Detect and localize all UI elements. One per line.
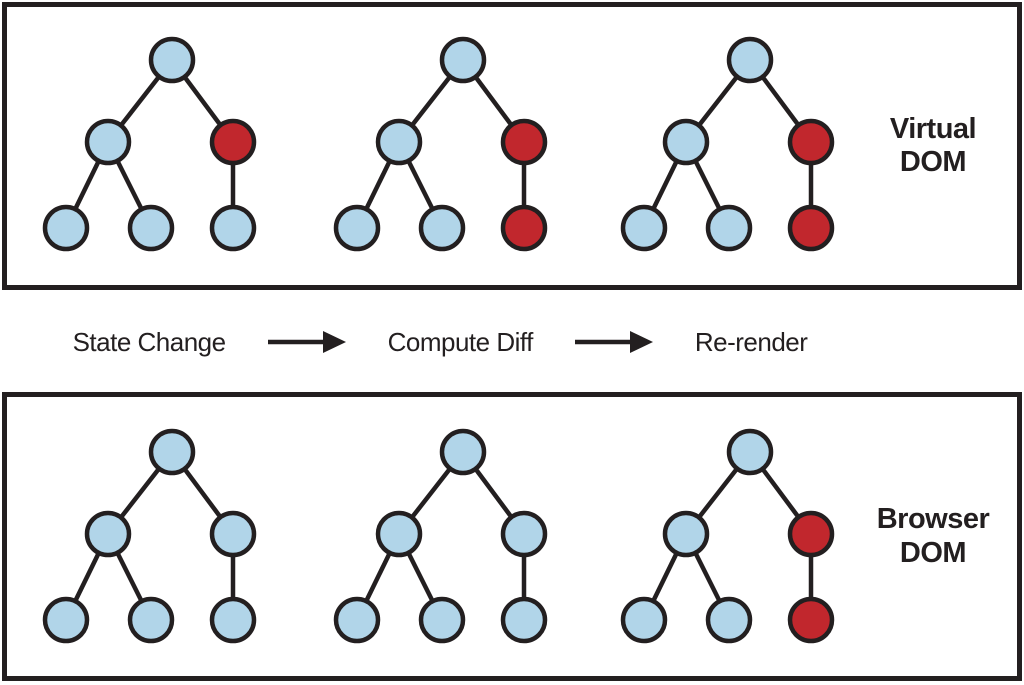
- tree-node-blue: [127, 596, 175, 644]
- tree-node-red: [209, 118, 257, 166]
- tree-node-blue: [620, 204, 668, 252]
- tree-node-blue: [148, 36, 196, 84]
- tree-node-blue: [375, 510, 423, 558]
- arrow-right-icon: [574, 331, 653, 353]
- tree-node-blue: [418, 204, 466, 252]
- arrow-right-icon: [267, 331, 346, 353]
- tree-node-blue: [333, 204, 381, 252]
- tree-node-blue: [84, 118, 132, 166]
- flow-step-compute-diff: Compute Diff: [387, 326, 534, 357]
- virtual-dom-label: Virtual DOM: [889, 112, 977, 178]
- dom-tree: [620, 428, 835, 644]
- browser-dom-label: Browser DOM: [876, 503, 990, 569]
- tree-node-blue: [84, 510, 132, 558]
- tree-node-blue: [705, 596, 753, 644]
- tree-node-red: [787, 596, 835, 644]
- tree-node-blue: [439, 36, 487, 84]
- dom-tree: [333, 428, 548, 644]
- browser-dom-panel: Browser DOM: [2, 392, 1022, 681]
- tree-node-blue: [705, 204, 753, 252]
- tree-node-blue: [333, 596, 381, 644]
- flow-step-state-change: State Change: [72, 326, 227, 357]
- dom-tree: [42, 36, 257, 252]
- tree-node-blue: [662, 510, 710, 558]
- tree-node-blue: [500, 596, 548, 644]
- tree-node-blue: [42, 204, 90, 252]
- tree-node-blue: [418, 596, 466, 644]
- tree-node-blue: [209, 596, 257, 644]
- dom-tree: [42, 428, 257, 644]
- tree-node-blue: [148, 428, 196, 476]
- browser-dom-trees: [7, 397, 1017, 676]
- tree-node-blue: [209, 204, 257, 252]
- tree-node-blue: [726, 428, 774, 476]
- tree-node-blue: [42, 596, 90, 644]
- tree-node-red: [500, 204, 548, 252]
- tree-node-red: [500, 118, 548, 166]
- dom-tree: [333, 36, 548, 252]
- virtual-dom-panel: Virtual DOM: [2, 2, 1022, 290]
- virtual-dom-trees: [7, 7, 1017, 285]
- tree-node-red: [787, 118, 835, 166]
- tree-node-blue: [209, 510, 257, 558]
- tree-node-blue: [375, 118, 423, 166]
- tree-node-blue: [439, 428, 487, 476]
- tree-node-blue: [500, 510, 548, 558]
- flow-step-re-render: Re-render: [694, 326, 808, 357]
- tree-node-red: [787, 204, 835, 252]
- tree-node-red: [787, 510, 835, 558]
- tree-node-blue: [726, 36, 774, 84]
- tree-node-blue: [662, 118, 710, 166]
- tree-node-blue: [620, 596, 668, 644]
- tree-node-blue: [127, 204, 175, 252]
- dom-tree: [620, 36, 835, 252]
- flow-row: State Change Compute Diff Re-render: [0, 292, 880, 392]
